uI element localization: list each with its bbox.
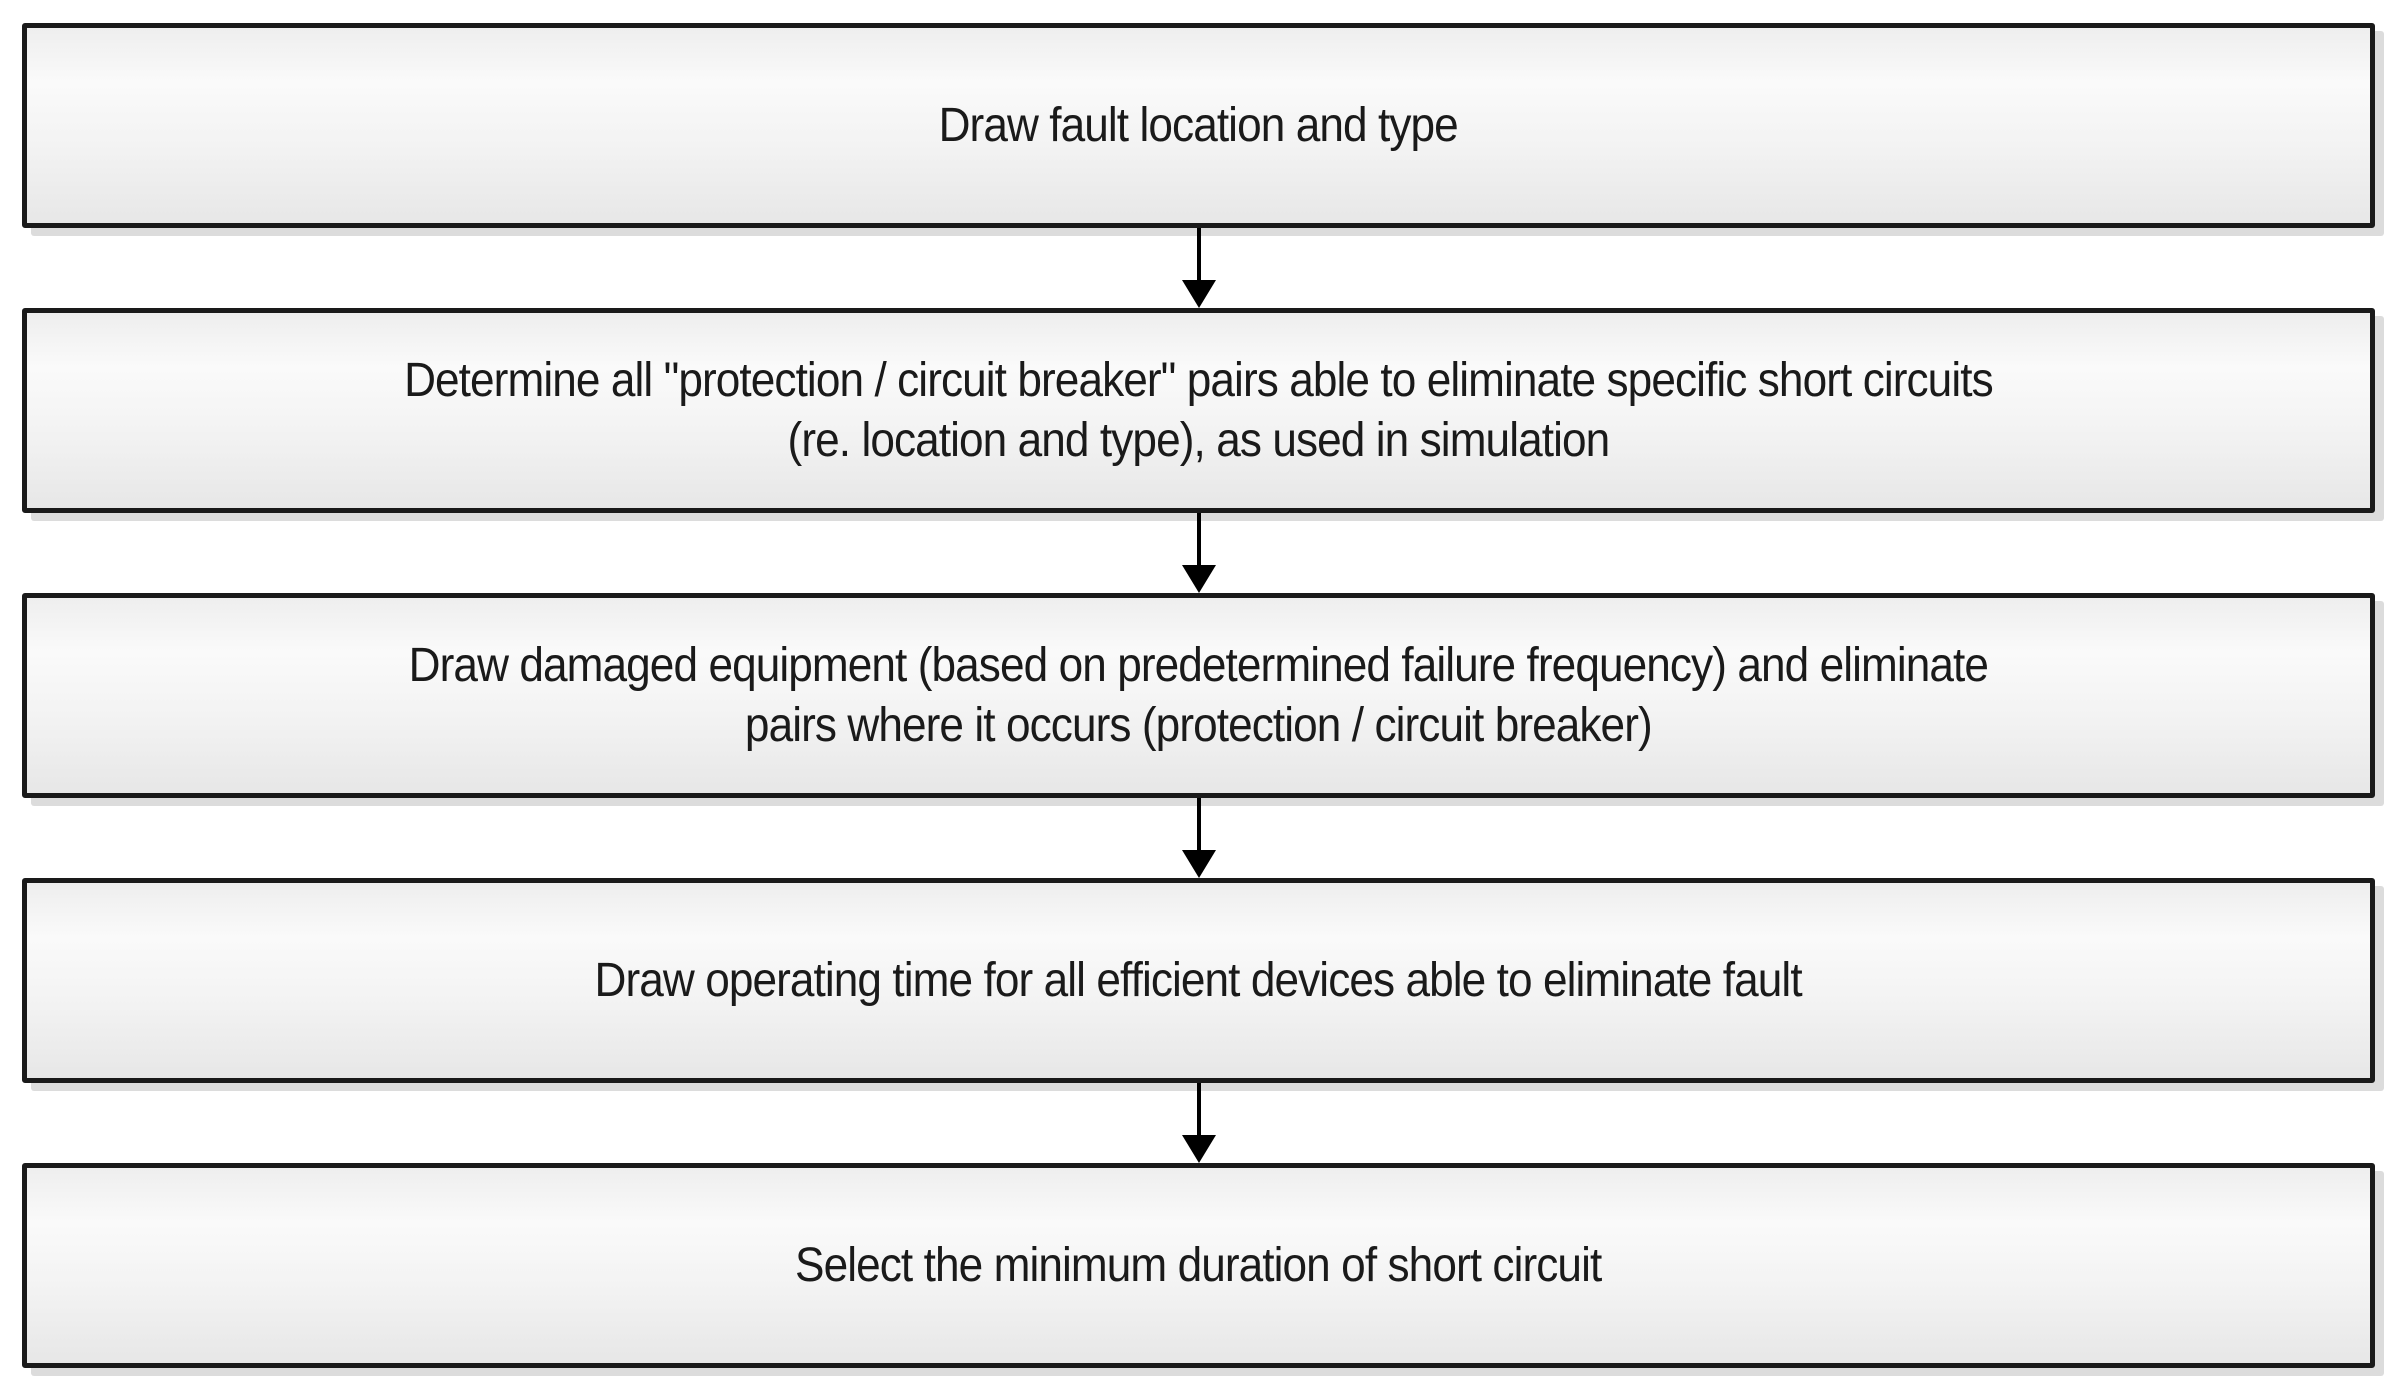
flow-step-1: Draw fault location and type <box>22 23 2375 228</box>
flow-step-2-label: Determine all "protection / circuit brea… <box>404 353 1994 467</box>
flow-step-4: Draw operating time for all efficient de… <box>22 878 2375 1083</box>
connector-1-2 <box>22 228 2375 308</box>
connector-line <box>1196 513 1201 565</box>
connector-line <box>1196 228 1201 280</box>
connector-2-3 <box>22 513 2375 593</box>
flow-step-3-label: Draw damaged equipment (based on predete… <box>408 638 1989 752</box>
flow-step-2: Determine all "protection / circuit brea… <box>22 308 2375 513</box>
down-arrow-icon <box>1181 280 1216 308</box>
flow-step-1-label: Draw fault location and type <box>938 98 1459 152</box>
connector-3-4 <box>22 798 2375 878</box>
down-arrow-icon <box>1181 1135 1216 1163</box>
connector-line <box>1196 798 1201 850</box>
connector-line <box>1196 1083 1201 1135</box>
connector-4-5 <box>22 1083 2375 1163</box>
flow-step-5-label: Select the minimum duration of short cir… <box>795 1238 1602 1292</box>
flow-step-5: Select the minimum duration of short cir… <box>22 1163 2375 1368</box>
down-arrow-icon <box>1181 850 1216 878</box>
flow-step-3: Draw damaged equipment (based on predete… <box>22 593 2375 798</box>
flow-step-4-label: Draw operating time for all efficient de… <box>594 953 1803 1007</box>
down-arrow-icon <box>1181 565 1216 593</box>
